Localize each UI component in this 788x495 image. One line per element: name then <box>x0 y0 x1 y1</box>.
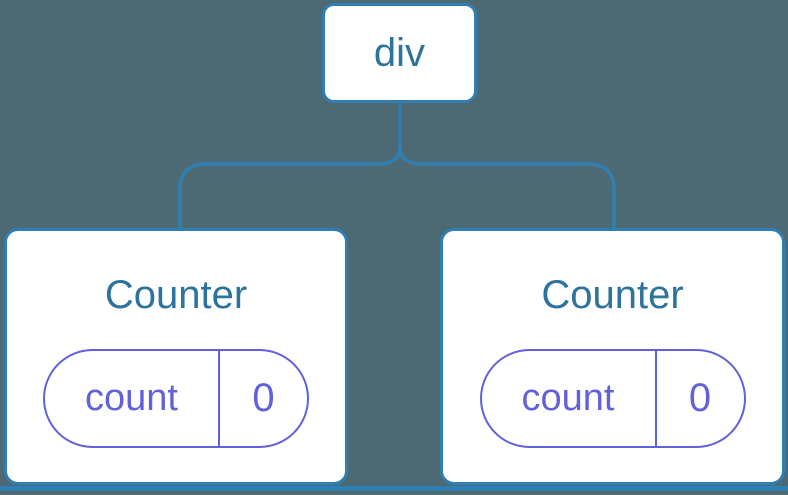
component-name: Counter <box>104 273 248 317</box>
component-card-left: Counter count 0 <box>4 228 348 485</box>
state-pill: count 0 <box>43 349 309 448</box>
connector-branch-right <box>398 146 616 228</box>
state-value: 0 <box>688 376 712 420</box>
state-key: count <box>45 351 220 446</box>
state-key: count <box>482 351 657 446</box>
connector-branch-left <box>178 146 402 228</box>
root-node-label: div <box>373 31 426 75</box>
component-card-right: Counter count 0 <box>440 228 785 485</box>
state-pill: count 0 <box>479 349 746 448</box>
root-node: div <box>322 3 477 103</box>
bottom-divider-line <box>0 486 788 491</box>
state-value: 0 <box>252 376 275 420</box>
component-name: Counter <box>541 273 684 317</box>
